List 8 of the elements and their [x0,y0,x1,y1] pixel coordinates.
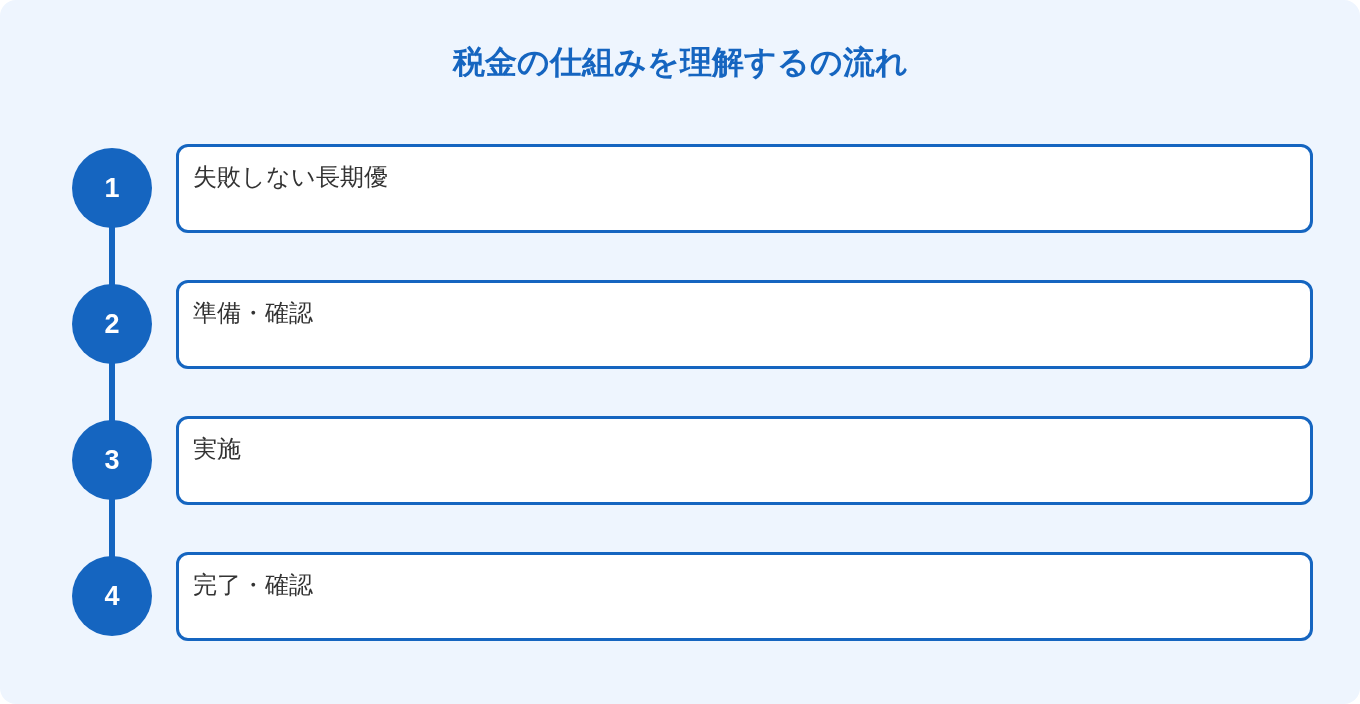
step-box: 完了・確認 [176,552,1313,641]
step-box: 準備・確認 [176,280,1313,369]
title: 税金の仕組みを理解するの流れ [451,42,909,83]
connector-line [109,499,115,557]
connector-line [109,363,115,421]
step-box: 失敗しない長期優 [176,144,1313,233]
connector-line [109,227,115,285]
step-box: 実施 [176,416,1313,505]
